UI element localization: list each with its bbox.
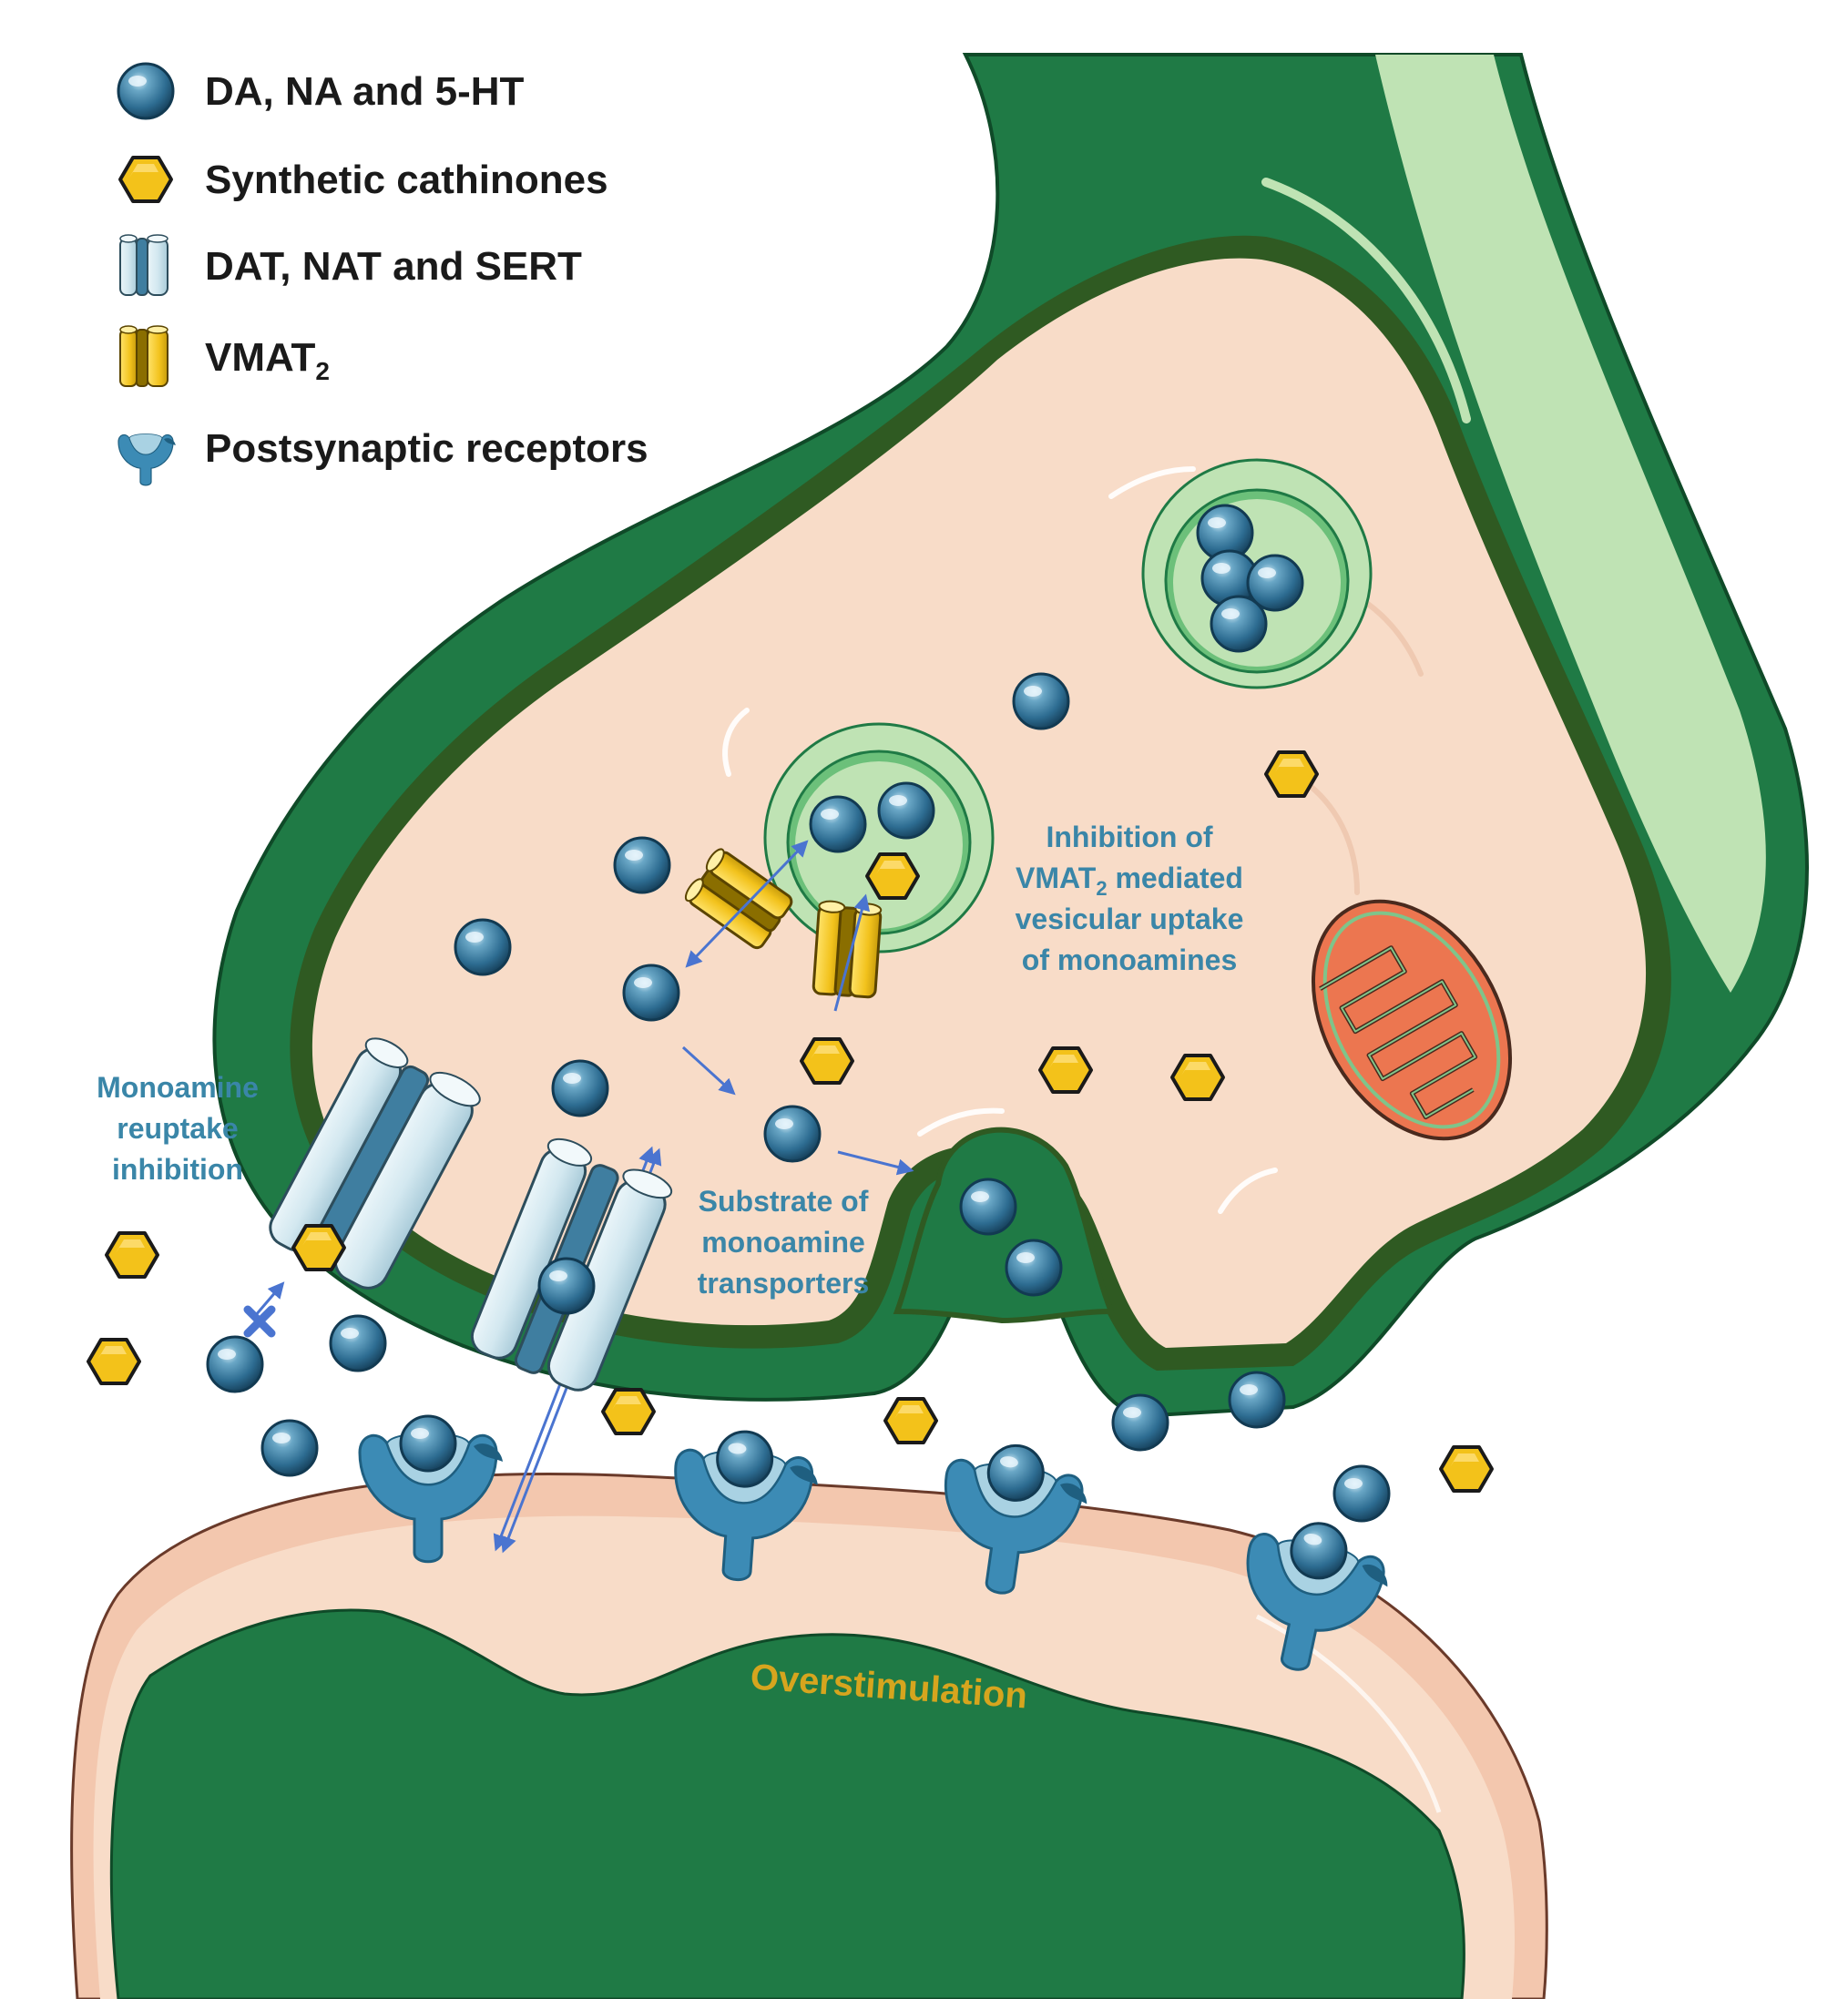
monoamine-molecule — [1210, 595, 1268, 653]
monoamine-transporter-left — [269, 1037, 481, 1290]
monoamine-molecule — [763, 1105, 822, 1163]
monoamine-molecule — [613, 836, 671, 894]
legend-receptor-label: Postsynaptic receptors — [205, 426, 648, 471]
monoamine-molecule — [809, 795, 867, 853]
monoamine-molecule — [1005, 1239, 1063, 1297]
monoamine-molecule — [1012, 672, 1070, 730]
cathinone-molecule — [1264, 750, 1319, 798]
legend-transporter-label: DAT, NAT and SERT — [205, 244, 582, 289]
monoamine-molecule — [206, 1335, 264, 1393]
synaptic-vesicle-upper — [1141, 458, 1373, 689]
svg-text:Inhibition of: Inhibition of — [1046, 821, 1212, 853]
svg-text:Substrate of: Substrate of — [699, 1185, 869, 1218]
vmat2-transporter-right — [812, 900, 883, 999]
legend-vmat2-icon — [119, 325, 168, 387]
monoamine-molecule — [622, 964, 680, 1022]
cathinone-molecule — [865, 852, 920, 900]
monoamine-molecule — [537, 1257, 596, 1315]
annotation-substrate: Substrate of monoamine transporters — [698, 1185, 870, 1300]
svg-text:transporters: transporters — [698, 1267, 870, 1300]
legend-monoamine-label: DA, NA and 5-HT — [205, 69, 524, 114]
monoamine-molecule — [877, 781, 935, 840]
monoamine-molecule — [329, 1314, 387, 1372]
svg-text:vesicular uptake: vesicular uptake — [1016, 903, 1244, 935]
svg-text:reuptake: reuptake — [117, 1112, 238, 1145]
synaptic-vesicle-vmat — [763, 722, 995, 954]
svg-text:Monoamine: Monoamine — [97, 1071, 259, 1104]
cathinone-molecule — [87, 1338, 141, 1385]
monoamine-molecule — [260, 1419, 319, 1477]
legend: DA, NA and 5-HT Synthetic cathinones DAT… — [117, 62, 648, 486]
monoamine-molecule — [454, 918, 512, 976]
cathinone-molecule — [601, 1388, 656, 1435]
svg-text:VMAT2 mediated: VMAT2 mediated — [1016, 862, 1243, 900]
legend-monoamine-icon — [117, 62, 175, 120]
legend-receptor-icon — [117, 433, 177, 486]
mitochondrion — [1311, 899, 1513, 1141]
legend-cathinone-icon — [118, 156, 173, 203]
legend-transporter-icon — [119, 234, 168, 296]
legend-vmat2-label: VMAT2 — [205, 335, 330, 385]
cathinone-molecule — [1170, 1054, 1225, 1101]
blocked-x-icon — [243, 1305, 276, 1338]
monoamine-molecule — [1228, 1371, 1286, 1429]
monoamine-molecule — [551, 1059, 609, 1117]
annotation-vmat-inhibition: Inhibition of VMAT2 mediated vesicular u… — [1016, 821, 1244, 976]
cathinone-molecule — [883, 1397, 938, 1444]
svg-text:inhibition: inhibition — [112, 1153, 243, 1186]
cathinone-molecule — [105, 1231, 159, 1279]
monoamine-molecule — [959, 1178, 1017, 1236]
cathinone-molecule — [1439, 1445, 1494, 1493]
legend-cathinone-label: Synthetic cathinones — [205, 158, 608, 202]
annotation-reuptake-inhibition: Monoamine reuptake inhibition — [97, 1071, 259, 1186]
svg-text:monoamine: monoamine — [701, 1226, 865, 1259]
postsynaptic-neuron — [70, 1473, 1548, 1999]
monoamine-molecule — [1332, 1464, 1391, 1523]
cathinone-molecule — [1038, 1046, 1093, 1094]
cathinone-molecule — [800, 1037, 854, 1085]
cathinone-molecule — [291, 1224, 346, 1271]
monoamine-molecule — [1111, 1393, 1169, 1452]
svg-text:of monoamines: of monoamines — [1022, 943, 1237, 976]
